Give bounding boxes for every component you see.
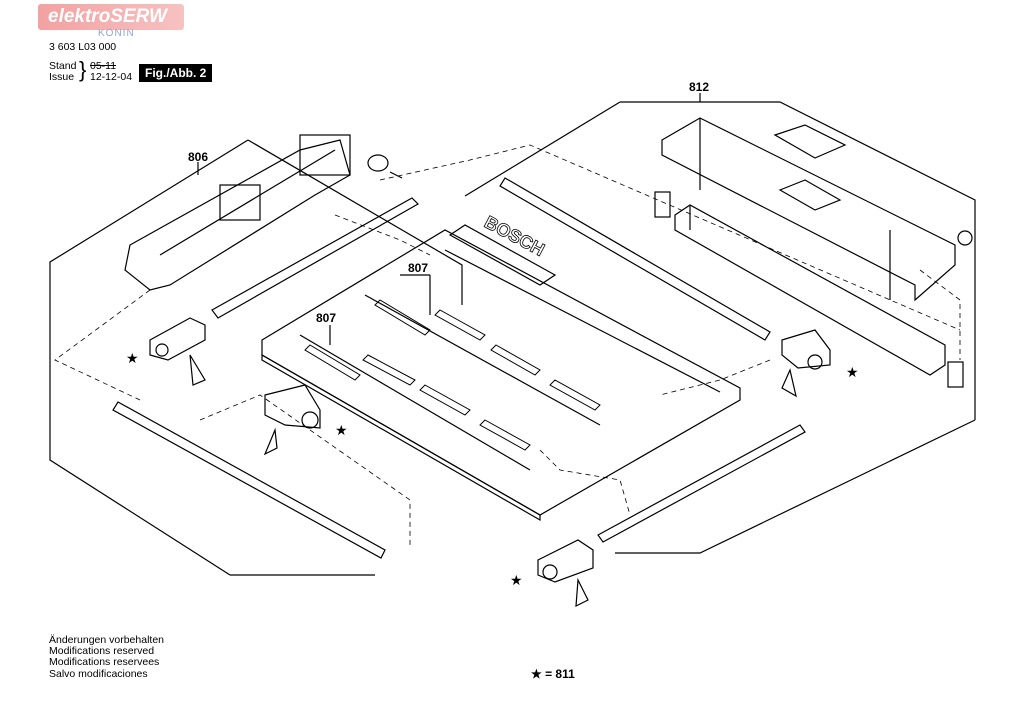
star-marker-left: ★ (126, 350, 139, 366)
stand-issue-labels: Stand Issue (49, 61, 76, 83)
group-812-bottom (615, 419, 976, 554)
clamp-bracket-bottom (537, 539, 594, 608)
rod-left-top (211, 197, 419, 319)
issue-value: 12-12-04 (90, 71, 133, 83)
guide-line-3 (199, 394, 411, 545)
guide-line-2 (379, 144, 961, 331)
group-806-left (49, 139, 249, 576)
rod-right-top (499, 177, 771, 341)
part-label-812: 812 (689, 80, 709, 94)
rail-812-upper (661, 117, 956, 302)
rubber-foot-812-right (947, 361, 964, 388)
footer-line-en: Modifications reserved (49, 645, 155, 658)
issue-label: Issue (49, 71, 75, 83)
footer-line-es: Salvo modificaciones (49, 667, 148, 680)
table-top-plate (261, 229, 741, 522)
rod-left-bottom (112, 401, 386, 559)
elektroserw-logo: elektroSERW (38, 4, 184, 30)
rod-right-bottom (597, 424, 806, 543)
footer-line-fr: Modifications reservees (49, 656, 160, 669)
star-marker-bottom: ★ (510, 572, 523, 588)
star-legend: ★ = 811 (531, 667, 575, 681)
window-patches-812 (773, 124, 847, 211)
rail-housing-806 (124, 134, 351, 291)
stand-issue-values: 05-11 12-12-04 (90, 61, 132, 83)
star-marker-right: ★ (846, 364, 859, 380)
clamp-pad-set-807-lower (304, 344, 531, 451)
clamp-pad-set-807-upper (374, 299, 601, 411)
stand-value: 05-11 (90, 60, 117, 72)
guide-line-7 (334, 214, 431, 256)
clamp-bracket-right (781, 329, 831, 398)
guide-line-1 (54, 289, 151, 401)
brace-glyph: } (79, 57, 87, 82)
knob-812 (957, 230, 973, 246)
end-cap-806 (367, 154, 403, 179)
footer-disclaimer: Änderungen vorbehalten Modifications res… (49, 634, 165, 680)
group-812-outline (464, 101, 621, 197)
document-number: 3 603 L03 000 (49, 41, 117, 53)
group-806-outline (247, 139, 463, 305)
group-812-top (620, 101, 976, 420)
part-label-807-lower: 807 (316, 311, 336, 325)
rail-812-lower (674, 204, 946, 376)
logo-subtitle: KONIN (98, 28, 135, 39)
guide-line-5 (919, 269, 961, 360)
clamp-bracket-left (149, 317, 206, 386)
star-marker-center: ★ (335, 422, 348, 438)
clamp-bracket-center (263, 384, 321, 456)
rubber-foot-812-left (654, 191, 671, 218)
part-label-806: 806 (188, 150, 208, 164)
part-label-807-upper: 807 (408, 261, 428, 275)
brand-strip (448, 224, 557, 286)
figure-badge: Fig./Abb. 2 (139, 64, 213, 82)
footer-line-de: Änderungen vorbehalten (49, 634, 165, 646)
stand-label: Stand (49, 60, 77, 72)
guide-line-4 (539, 449, 631, 516)
